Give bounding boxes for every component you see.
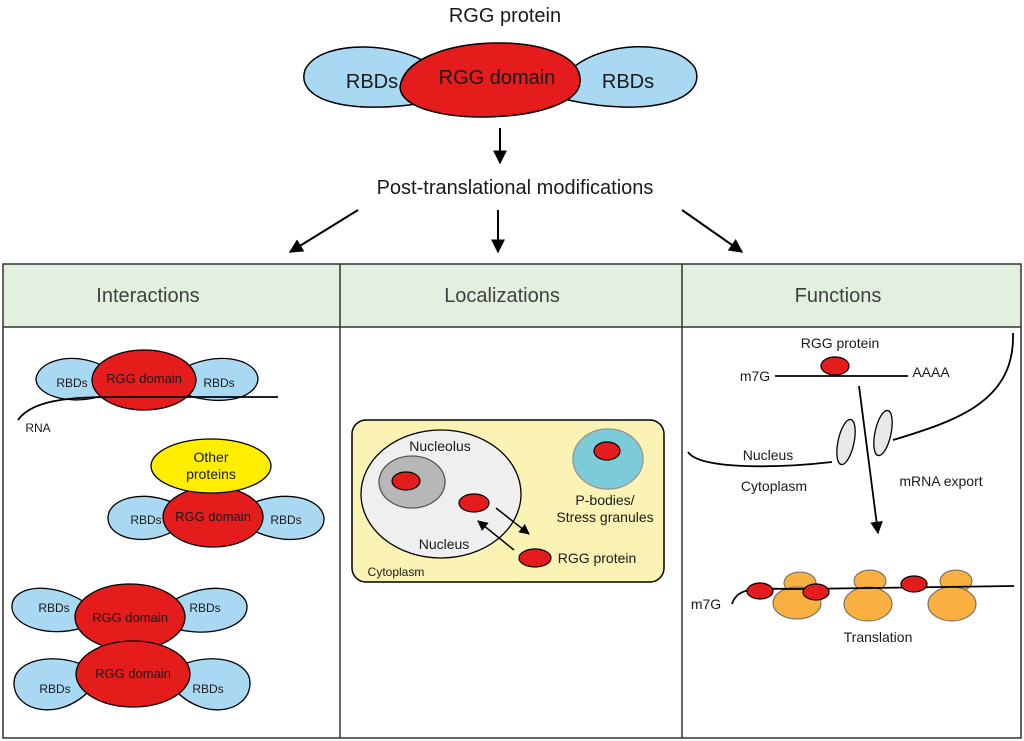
op-rgg-domain-label: RGG domain bbox=[175, 509, 251, 524]
panel-title-interactions: Interactions bbox=[96, 285, 199, 307]
dimer-bottom-rgg-domain-shape bbox=[75, 640, 191, 708]
arrow-to-functions bbox=[681, 209, 744, 253]
dimer-bottom-rbd-right-shape bbox=[174, 658, 251, 711]
import-arrow bbox=[477, 520, 515, 551]
panel-header-band bbox=[3, 264, 1021, 327]
dimer-bottom-rbd-left-label: RBDs bbox=[39, 682, 70, 696]
top-rgg-domain-shape bbox=[399, 42, 581, 118]
int-rgg-domain-label: RGG domain bbox=[106, 371, 182, 386]
fn-m7g-top-label: m7G bbox=[740, 368, 770, 384]
dimer-bottom-rbd-left-shape bbox=[13, 658, 91, 711]
fn-rgg-protein-label: RGG protein bbox=[801, 335, 880, 351]
dimer-top-rbd-left-shape bbox=[11, 587, 91, 633]
interaction-dimer: RBDs RGG domain RBDs RBDs RGG domain RBD… bbox=[11, 583, 251, 711]
top-title: RGG protein bbox=[449, 5, 561, 27]
dimer-top-rbd-left-label: RBDs bbox=[38, 601, 69, 615]
localization-cell: Nucleolus Nucleus Cytoplasm P-bodies/ St… bbox=[351, 419, 665, 583]
dimer-top-rbd-right-label: RBDs bbox=[189, 601, 220, 615]
fn-top-rgg-protein bbox=[820, 356, 850, 376]
dimer-bottom-rgg-domain-label: RGG domain bbox=[95, 666, 171, 681]
nucleus-label: Nucleus bbox=[419, 536, 470, 552]
nucleus-rgg-protein bbox=[458, 493, 490, 513]
int-rbd-right-shape bbox=[179, 357, 259, 402]
fn-nucleus-label: Nucleus bbox=[743, 447, 794, 463]
other-proteins-label-1: Other bbox=[193, 449, 228, 465]
interaction-rna-binding: RBDs RGG domain RBDs RNA bbox=[17, 349, 278, 435]
op-rbd-left-shape bbox=[107, 495, 179, 541]
panel-title-localizations: Localizations bbox=[444, 285, 560, 307]
mrna-export-arrow bbox=[858, 385, 883, 535]
op-rbd-left-label: RBDs bbox=[130, 513, 161, 527]
dimer-top-rgg-domain-label: RGG domain bbox=[92, 610, 168, 625]
export-arrow bbox=[495, 507, 530, 535]
top-rbd-left-label: RBDs bbox=[346, 71, 398, 93]
fn-bottom-rgg-protein-1 bbox=[746, 582, 774, 600]
other-proteins-label-2: proteins bbox=[186, 466, 236, 482]
int-rbd-right-label: RBDs bbox=[203, 376, 234, 390]
fn-cytoplasm-label: Cytoplasm bbox=[741, 478, 807, 494]
nucleolus-rgg-protein bbox=[391, 471, 421, 491]
functions-mrna-export: RGG protein m7G AAAA Nucleus Cytoplasm m… bbox=[687, 332, 1014, 535]
arrow-to-interactions bbox=[288, 209, 359, 253]
cytoplasm-rgg-protein bbox=[518, 548, 552, 568]
int-rgg-domain-shape bbox=[91, 349, 197, 411]
op-rbd-right-label: RBDs bbox=[270, 513, 301, 527]
fn-polya-label: AAAA bbox=[912, 364, 950, 380]
top-rbd-right-shape bbox=[567, 45, 698, 108]
fn-bottom-rgg-protein-3 bbox=[900, 575, 928, 593]
op-rbd-right-shape bbox=[247, 495, 325, 541]
int-rbd-left-label: RBDs bbox=[56, 376, 87, 390]
ribosome-large-3 bbox=[927, 586, 977, 622]
dimer-bottom-rbd-right-label: RBDs bbox=[192, 682, 223, 696]
cytoplasm-label: Cytoplasm bbox=[368, 565, 425, 579]
nuclear-envelope-left bbox=[687, 451, 833, 468]
rna-strand bbox=[17, 396, 278, 421]
nucleolus-label: Nucleolus bbox=[409, 438, 470, 454]
other-proteins-shape bbox=[150, 438, 272, 494]
ptm-label: Post-translational modifications bbox=[377, 177, 654, 199]
top-rgg-protein: RBDs RGG domain RBDs bbox=[303, 42, 698, 118]
pbodies-label-2: Stress granules bbox=[556, 509, 653, 525]
panel-frame bbox=[2, 263, 1022, 739]
fn-bottom-rgg-protein-2 bbox=[802, 583, 830, 601]
ribosome-large-2 bbox=[843, 586, 893, 622]
panel-title-functions: Functions bbox=[795, 285, 882, 307]
dimer-top-rbd-right-shape bbox=[164, 587, 248, 633]
top-rbd-right-label: RBDs bbox=[602, 71, 654, 93]
pbodies-label-1: P-bodies/ bbox=[575, 492, 634, 508]
fn-translation-label: Translation bbox=[844, 629, 913, 645]
interaction-other-proteins: Other proteins RBDs RGG domain RBDs bbox=[107, 438, 325, 548]
nuclear-envelope-right bbox=[892, 332, 1014, 441]
nuclear-pore-left bbox=[836, 418, 856, 466]
rna-label: RNA bbox=[25, 421, 50, 435]
nuclear-pore-right bbox=[873, 409, 893, 457]
cytoplasm-rgg-protein-label: RGG protein bbox=[558, 550, 637, 566]
functions-translation: m7G Translation bbox=[691, 569, 1015, 645]
pbody-rgg-protein bbox=[593, 441, 621, 461]
fn-export-label: mRNA export bbox=[899, 473, 982, 489]
int-rbd-left-shape bbox=[35, 357, 111, 401]
top-rgg-domain-label: RGG domain bbox=[439, 67, 556, 89]
fn-m7g-bottom-label: m7G bbox=[691, 596, 721, 612]
